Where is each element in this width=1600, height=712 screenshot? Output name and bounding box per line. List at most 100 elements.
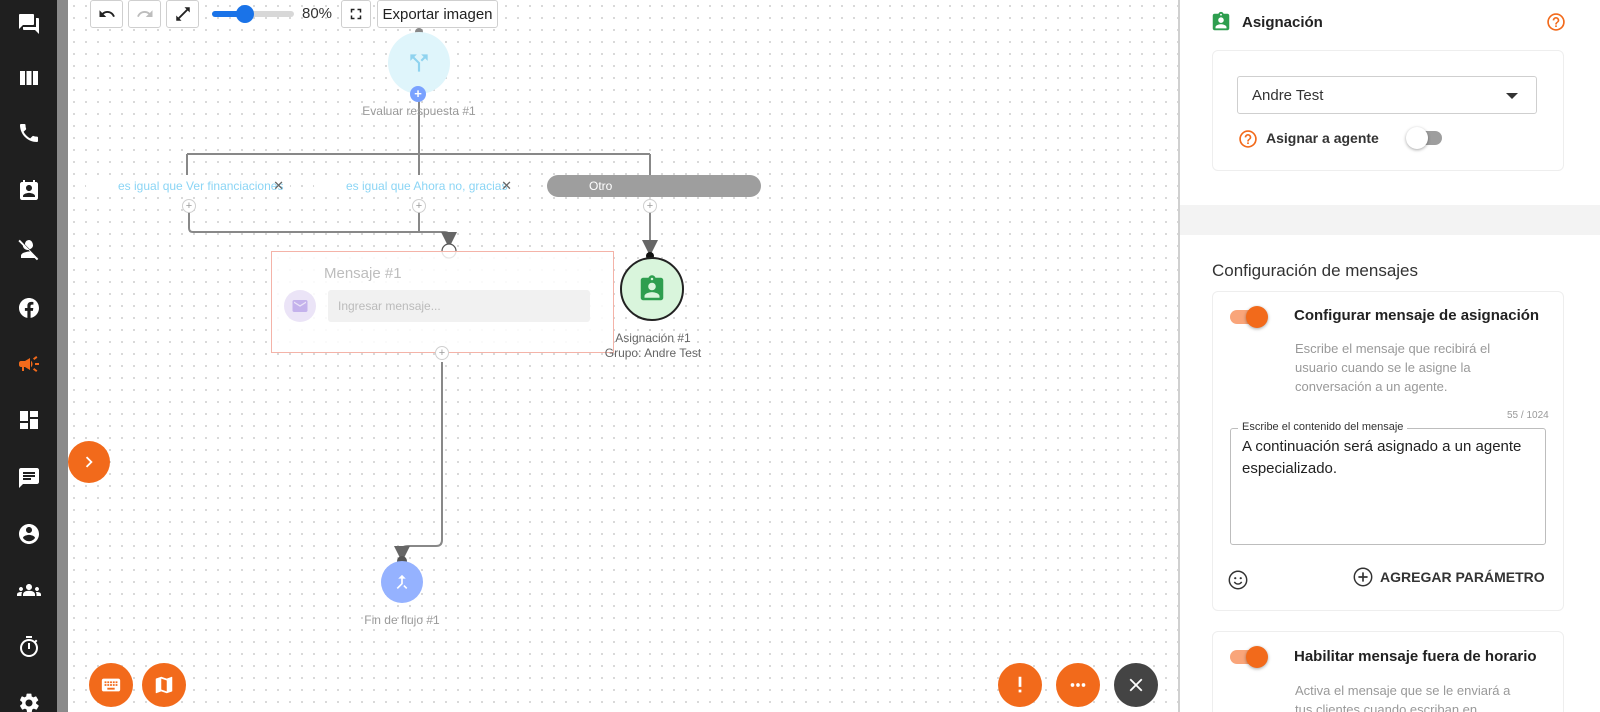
message-content-value[interactable]: A continuación será asignado a un agente… xyxy=(1242,438,1522,477)
zoom-slider-fill xyxy=(212,11,245,17)
message-node[interactable]: Mensaje #1 Ingresar mensaje... xyxy=(271,251,614,353)
sidebar-item-board[interactable] xyxy=(0,58,57,98)
mail-icon xyxy=(292,300,308,312)
sidebar-item-calls[interactable] xyxy=(0,113,57,153)
assign-message-description: Escribe el mensaje que recibirá el usuar… xyxy=(1295,341,1491,394)
off-hours-toggle[interactable] xyxy=(1230,646,1268,668)
redo-button[interactable] xyxy=(128,0,161,28)
sidebar-item-dashboard[interactable] xyxy=(0,400,57,440)
help-icon[interactable] xyxy=(1546,12,1566,32)
condition-pill-other[interactable]: Otro xyxy=(547,175,761,197)
assignment-card xyxy=(1212,50,1564,171)
condition-pill-2[interactable]: es igual que Ahora no, gracias ✕ xyxy=(314,175,518,197)
add-step-button[interactable]: + xyxy=(182,199,196,213)
emoji-icon[interactable] xyxy=(1227,569,1249,591)
panel-header: Asignación xyxy=(1210,8,1323,36)
sidebar-item-campaigns[interactable] xyxy=(0,344,57,384)
expand-icon xyxy=(175,7,190,21)
dropdown-arrow-icon xyxy=(1506,93,1518,99)
merge-icon xyxy=(396,574,408,589)
group-icon xyxy=(16,584,41,596)
add-parameter-button[interactable]: AGREGAR PARÁMETRO xyxy=(1352,566,1545,588)
condition-pill-1[interactable]: es igual que Ver financiaciones ✕ xyxy=(86,175,290,197)
add-step-button[interactable]: + xyxy=(643,199,657,213)
expand-panel-button[interactable] xyxy=(68,441,110,483)
sidebar-item-chats[interactable] xyxy=(0,4,57,44)
close-icon[interactable]: ✕ xyxy=(501,178,512,193)
close-button[interactable] xyxy=(1114,663,1158,707)
connector-message-end xyxy=(394,362,443,562)
flow-canvas[interactable]: 80% Exportar imagen + Evaluar respuesta … xyxy=(68,0,1178,712)
dashboard-icon xyxy=(19,411,38,429)
message-node-avatar xyxy=(284,290,316,322)
evaluate-response-node[interactable] xyxy=(388,32,450,94)
close-icon[interactable]: ✕ xyxy=(273,178,284,193)
condition-pill-label: es igual que Ver financiaciones xyxy=(118,179,284,193)
add-step-button[interactable]: + xyxy=(410,86,426,102)
keyboard-button[interactable] xyxy=(89,663,133,707)
char-counter: 55 / 1024 xyxy=(1507,410,1549,421)
fullscreen-button[interactable] xyxy=(341,0,371,28)
facebook-icon xyxy=(18,298,39,318)
message-icon xyxy=(18,468,39,488)
sidebar-item-settings[interactable] xyxy=(0,683,57,712)
map-icon xyxy=(155,676,173,694)
end-flow-node[interactable] xyxy=(381,561,423,603)
sidebar-item-account[interactable] xyxy=(0,514,57,554)
app-sidebar xyxy=(0,0,57,712)
off-hours-description: Activa el mensaje que se le enviará a tu… xyxy=(1295,683,1511,712)
section-separator xyxy=(1180,205,1600,235)
expand-button[interactable] xyxy=(166,0,199,28)
chevron-right-icon xyxy=(85,456,93,468)
assign-agent-label: Asignar a agente xyxy=(1266,130,1379,146)
agent-group-select[interactable]: Andre Test xyxy=(1237,76,1537,114)
undo-button[interactable] xyxy=(90,0,123,28)
add-circle-icon xyxy=(1353,567,1373,587)
toggle-knob xyxy=(1406,127,1428,149)
add-step-button[interactable]: + xyxy=(435,346,449,360)
toggle-knob xyxy=(1246,646,1268,668)
account-icon xyxy=(18,524,39,544)
sidebar-scrollbar[interactable] xyxy=(57,0,68,712)
add-parameter-label: AGREGAR PARÁMETRO xyxy=(1380,569,1545,585)
agent-group-select-value: Andre Test xyxy=(1252,87,1324,104)
more-options-button[interactable] xyxy=(1056,663,1100,707)
message-input[interactable]: Ingresar mensaje... xyxy=(328,290,590,322)
zoom-level: 80% xyxy=(302,5,333,22)
sidebar-item-timer[interactable] xyxy=(0,627,57,667)
exclamation-icon xyxy=(1018,676,1022,693)
assign-message-card xyxy=(1212,291,1564,611)
assignment-node-group: Grupo: Andre Test xyxy=(604,346,702,360)
assign-agent-toggle[interactable] xyxy=(1406,127,1442,149)
chat-icon xyxy=(18,14,39,34)
assign-message-title: Configurar mensaje de asignación xyxy=(1294,307,1540,324)
message-content-label: Escribe el contenido del mensaje xyxy=(1238,421,1408,433)
sidebar-item-messages[interactable] xyxy=(0,458,57,498)
panel-divider xyxy=(1178,0,1180,712)
sidebar-item-teams[interactable] xyxy=(0,570,57,610)
end-flow-label: Fin de flujo #1 xyxy=(364,613,440,627)
connector-cond1-message xyxy=(188,212,457,248)
assignment-node[interactable] xyxy=(620,257,684,321)
alert-button[interactable] xyxy=(998,663,1042,707)
map-button[interactable] xyxy=(142,663,186,707)
assign-badge-icon xyxy=(640,275,664,301)
sidebar-item-blocked[interactable] xyxy=(0,229,57,269)
keyboard-icon xyxy=(101,678,121,692)
columns-icon xyxy=(19,71,38,85)
panel-title: Asignación xyxy=(1242,13,1323,31)
zoom-slider-thumb[interactable] xyxy=(235,5,254,23)
assignment-node-title: Asignación #1 xyxy=(615,331,691,345)
undo-icon xyxy=(99,10,115,17)
message-node-title: Mensaje #1 xyxy=(324,265,402,282)
sidebar-item-contacts[interactable] xyxy=(0,171,57,211)
off-hours-card xyxy=(1212,631,1564,712)
help-icon[interactable] xyxy=(1238,129,1258,149)
close-icon xyxy=(1129,678,1143,692)
person-off-icon xyxy=(17,239,38,261)
assign-message-toggle[interactable] xyxy=(1230,306,1268,328)
redo-icon xyxy=(136,10,152,17)
export-image-button[interactable]: Exportar imagen xyxy=(377,0,498,28)
sidebar-item-facebook[interactable] xyxy=(0,288,57,328)
add-step-button[interactable]: + xyxy=(412,199,426,213)
